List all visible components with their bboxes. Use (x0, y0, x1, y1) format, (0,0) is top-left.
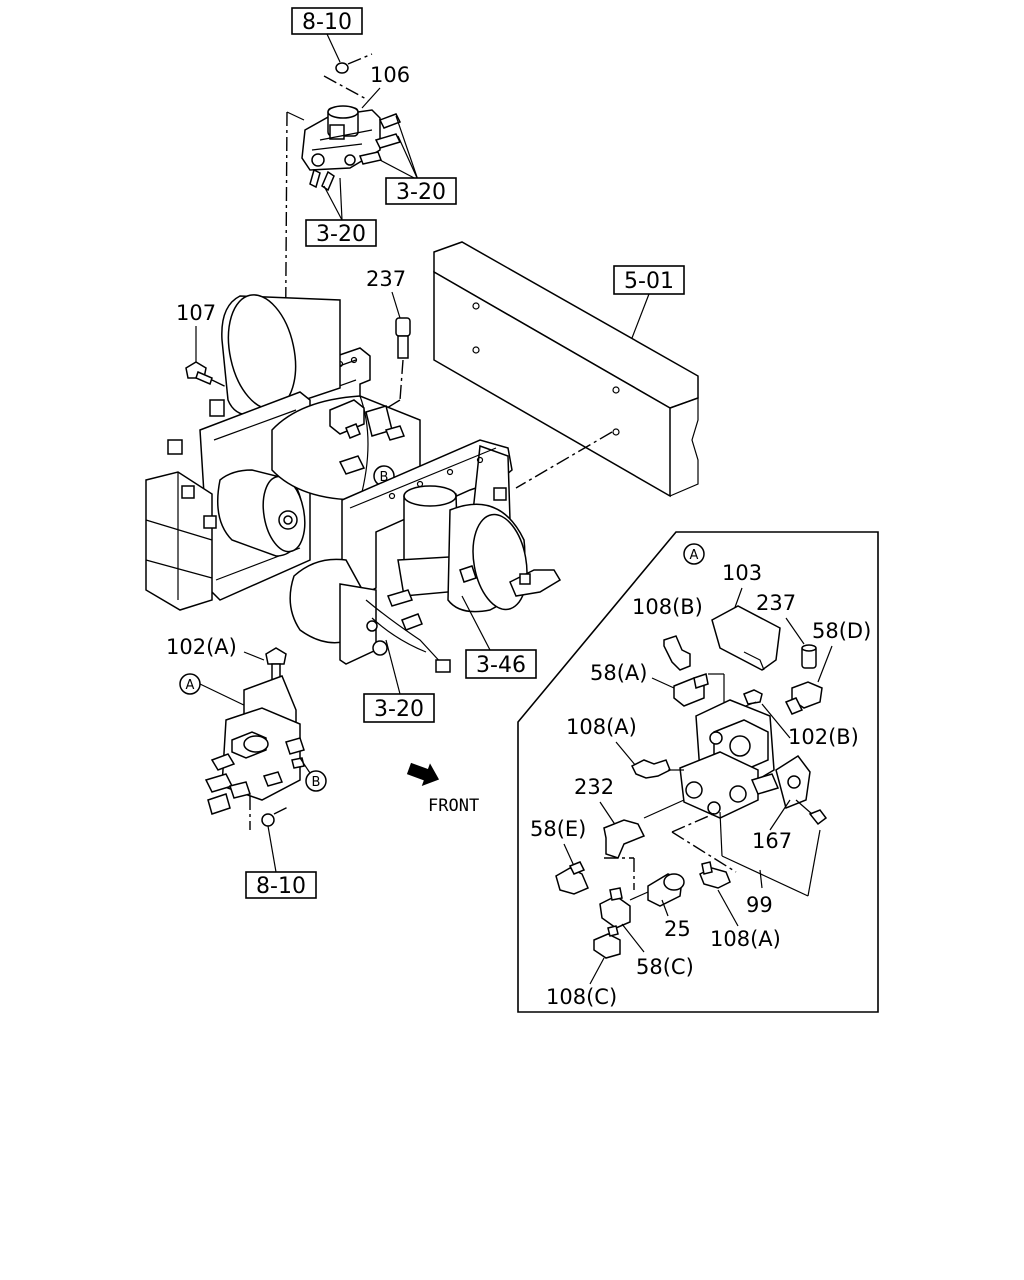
ref-box-3-20-b[interactable] (305, 219, 377, 247)
marker-b-left (305, 770, 327, 792)
frame-rail: 5-01 (433, 241, 699, 498)
ref-5-01: 5-01 (624, 269, 674, 294)
ref-box-8-10-bottom[interactable] (245, 871, 317, 899)
ref-3-20-c: 3-20 (374, 697, 424, 722)
ref-box-3-20-a[interactable] (385, 177, 457, 205)
marker-b-left-text: B (312, 775, 321, 790)
label-108a-2: 108(A) (710, 927, 781, 951)
label-102b: 102(B) (788, 725, 859, 749)
marker-a-left-text: A (186, 678, 195, 693)
marker-b-frame-text: B (380, 470, 389, 485)
label-106: 106 (370, 63, 410, 87)
label-107: 107 (176, 301, 216, 325)
ref-box-3-20-c[interactable] (363, 693, 435, 723)
label-102a: 102(A) (166, 635, 237, 659)
label-232: 232 (574, 775, 614, 799)
valve-assembly-106: 8-10 106 3-20 3-20 (284, 7, 457, 421)
front-label: FRONT (428, 796, 479, 816)
ref-3-20-a: 3-20 (396, 180, 446, 205)
label-25: 25 (664, 917, 691, 941)
label-58a: 58(A) (590, 661, 647, 685)
detail-frame (517, 531, 879, 1013)
label-237-main: 237 (366, 267, 406, 291)
label-108c: 108(C) (546, 985, 617, 1009)
label-167: 167 (752, 829, 792, 853)
ref-8-10-bottom: 8-10 (256, 874, 306, 899)
ref-8-10-top: 8-10 (302, 10, 352, 35)
label-108a-1: 108(A) (566, 715, 637, 739)
marker-a-detail (683, 543, 705, 565)
grommet-part (335, 62, 349, 74)
detail-view-a: A 103 237 58(D) 108(B) 58(A) 102(B) (517, 531, 879, 1013)
label-108b: 108(B) (632, 595, 703, 619)
marker-a-detail-text: A (690, 548, 699, 563)
ref-3-20-b: 3-20 (316, 222, 366, 247)
sensor-237: 237 (366, 267, 411, 417)
label-58c: 58(C) (636, 955, 694, 979)
valve-assembly-left: 102(A) A B 8-10 (166, 635, 327, 899)
label-58e: 58(E) (530, 817, 586, 841)
main-air-tank-assembly: B 3-46 3-20 (145, 294, 562, 723)
label-103: 103 (722, 561, 762, 585)
front-direction-indicator: FRONT (406, 762, 479, 816)
ref-3-46: 3-46 (476, 653, 526, 678)
label-58d: 58(D) (812, 619, 871, 643)
front-arrow-icon (406, 762, 440, 786)
ref-box-3-46[interactable] (465, 649, 537, 679)
label-99: 99 (746, 893, 773, 917)
label-237-detail: 237 (756, 591, 796, 615)
